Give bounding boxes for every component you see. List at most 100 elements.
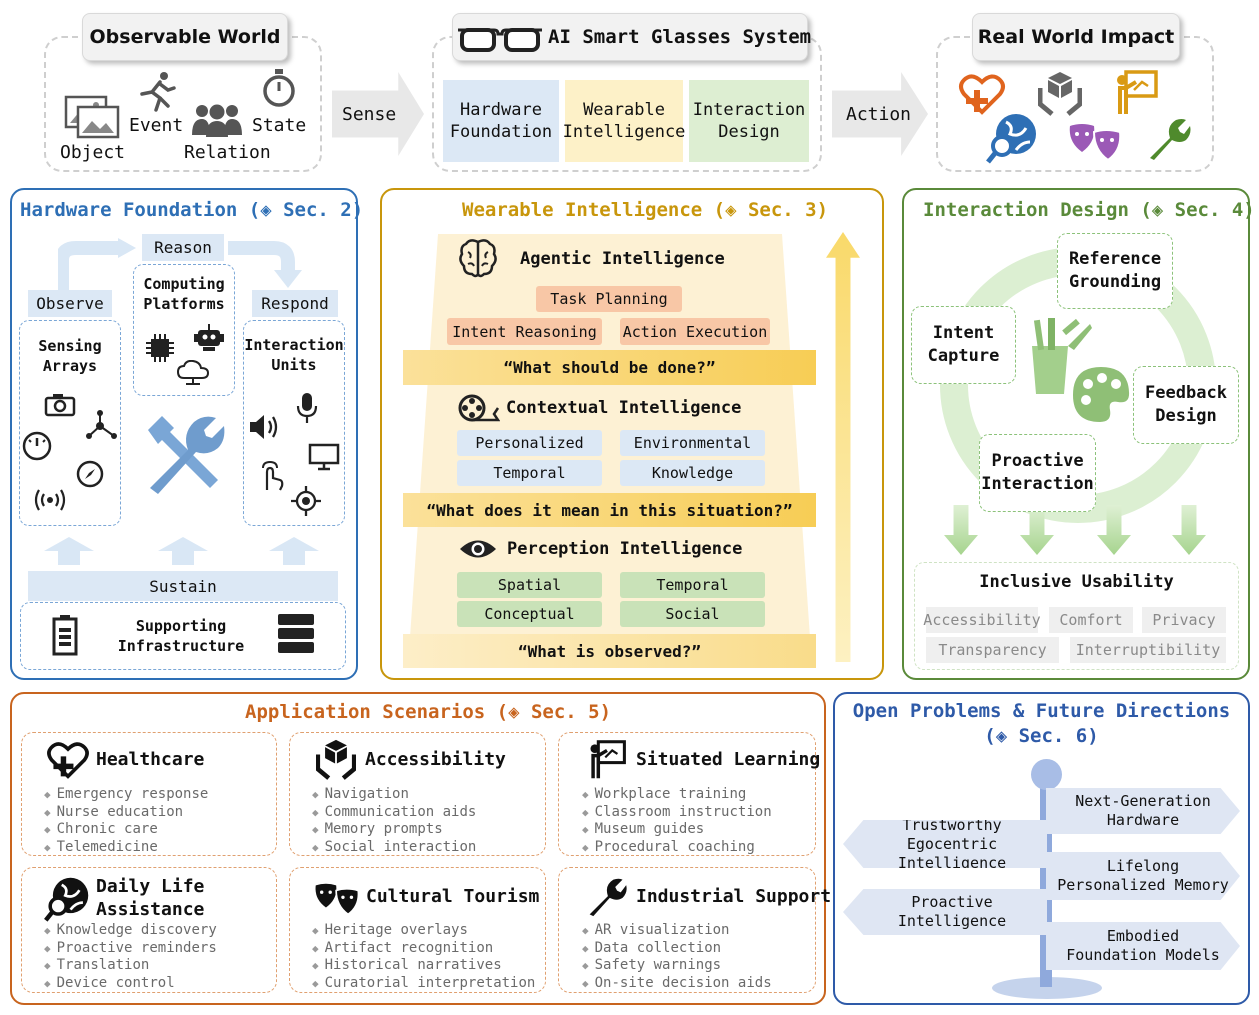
list-item: Knowledge discovery xyxy=(44,922,217,940)
perception-quote: “What is observed?” xyxy=(403,634,816,668)
list-item: Artifact recognition xyxy=(312,940,535,958)
card-industrial-support xyxy=(558,867,816,993)
stopwatch-icon xyxy=(263,69,295,107)
list-item: Chronic care xyxy=(44,821,208,839)
cultural-tourism-icon xyxy=(315,883,360,916)
reason-respond-arrow xyxy=(228,241,302,288)
situated-learning-title: Situated Learning xyxy=(636,749,821,770)
heart-medical-icon xyxy=(959,74,1005,115)
open-problems-panel xyxy=(833,692,1250,1005)
contextual-title: Contextual Intelligence xyxy=(506,398,742,418)
intent-capture-box: Intent Capture xyxy=(911,306,1016,384)
supporting-infrastructure-box xyxy=(20,602,346,670)
pill-spatial: Spatial xyxy=(457,572,602,598)
situated-learning-icon xyxy=(590,740,626,779)
globe-search-icon xyxy=(986,114,1036,164)
glasses-icon xyxy=(458,28,542,52)
sign-proactive-intelligence: Proactive Intelligence xyxy=(843,889,1047,935)
tag-privacy: Privacy xyxy=(1142,607,1226,633)
camera-icon xyxy=(44,394,76,417)
system-interaction: Interaction Design xyxy=(689,80,809,162)
tag-transparency: Transparency xyxy=(926,637,1059,663)
touch-icon xyxy=(262,460,284,491)
running-person-icon xyxy=(140,72,176,112)
list-item: Social interaction xyxy=(312,839,477,857)
list-item: Museum guides xyxy=(582,821,772,839)
list-item: Emergency response xyxy=(44,786,209,804)
pill-conceptual: Conceptual xyxy=(457,601,602,627)
pill-temporal-perception: Temporal xyxy=(620,572,765,598)
contextual-quote: “What does it mean in this situation?” xyxy=(403,493,816,527)
agentic-quote: “What should be done?” xyxy=(403,350,816,385)
sense-label: Sense xyxy=(342,104,397,125)
feedback-design-box: Feedback Design xyxy=(1133,366,1239,444)
wearable-panel xyxy=(380,188,884,680)
open-problems-title: Open Problems & Future Directions xyxy=(852,700,1231,722)
server-icon xyxy=(278,614,314,653)
reason-label: Reason xyxy=(142,234,224,261)
film-reel-icon xyxy=(458,394,500,422)
list-item: Communication aids xyxy=(312,804,477,822)
list-item: Telemedicine xyxy=(44,839,208,857)
list-item: Navigation xyxy=(312,786,476,804)
relation-label: Relation xyxy=(184,142,271,163)
accessibility-title: Accessibility xyxy=(365,749,506,770)
cultural-tourism-list: Heritage overlays Artifact recognition H… xyxy=(312,922,536,992)
list-item: Heritage overlays xyxy=(312,922,535,940)
system-title: AI Smart Glasses System xyxy=(548,26,812,48)
observe-label: Observe xyxy=(28,290,112,317)
industrial-support-list: AR visualization Data collection Safety … xyxy=(582,922,772,992)
battery-icon xyxy=(52,615,78,656)
observe-reason-arrow xyxy=(58,238,136,290)
card-daily-life xyxy=(21,867,277,993)
system-hardware: Hardware Foundation xyxy=(443,80,559,162)
brain-icon xyxy=(459,239,497,278)
healthcare-title: Healthcare xyxy=(96,749,205,770)
nodes-icon xyxy=(86,410,117,439)
list-item: Nurse education xyxy=(44,804,208,822)
pill-task-planning: Task Planning xyxy=(536,286,682,312)
list-item: Translation xyxy=(44,957,217,975)
list-item: Classroom instruction xyxy=(582,804,772,822)
computing-platforms-label: Computing Platforms xyxy=(143,275,225,313)
compass-icon xyxy=(76,460,104,488)
accessibility-list: Navigation Communication aids Memory pro… xyxy=(312,786,477,857)
speaker-icon xyxy=(250,415,278,439)
state-label: State xyxy=(252,115,307,136)
sign-trustworthy: Trustworthy Egocentric Intelligence xyxy=(843,820,1047,868)
respond-label: Respond xyxy=(252,290,338,317)
healthcare-list: Emergency response Nurse education Chron… xyxy=(44,786,209,857)
accessibility-icon xyxy=(316,739,356,780)
open-problems-subtitle: (◈ Sec. 6) xyxy=(984,725,1099,747)
applications-title: Application Scenarios (◈ Sec. 5) xyxy=(245,701,612,723)
list-item: Proactive reminders xyxy=(44,940,217,958)
list-item: Historical narratives xyxy=(312,957,535,975)
signpost-knob xyxy=(1031,759,1062,790)
object-label: Object xyxy=(60,142,126,163)
tag-interruptibility: Interruptibility xyxy=(1070,637,1226,663)
wearable-panel-title: Wearable Intelligence (◈ Sec. 3) xyxy=(462,199,829,221)
daily-life-icon xyxy=(44,877,89,922)
sensing-arrays-box xyxy=(19,320,121,526)
list-item: AR visualization xyxy=(582,922,772,940)
situated-learning-list: Workplace training Classroom instruction… xyxy=(582,786,772,856)
event-label: Event xyxy=(129,115,184,136)
pill-environmental: Environmental xyxy=(620,430,765,456)
signpost-base xyxy=(992,977,1102,999)
list-item: On-site decision aids xyxy=(582,975,772,993)
inclusive-usability-box xyxy=(914,562,1239,670)
industrial-support-title: Industrial Support xyxy=(636,886,832,907)
agentic-title: Agentic Intelligence xyxy=(520,249,725,269)
microphone-icon xyxy=(296,393,318,423)
pill-intent-reasoning: Intent Reasoning xyxy=(447,318,602,345)
palette-icon xyxy=(1073,367,1130,422)
pill-temporal-context: Temporal xyxy=(457,460,602,486)
system-wearable: Wearable Intelligence xyxy=(563,80,685,162)
list-item: Device control xyxy=(44,975,217,993)
hardware-panel-title: Hardware Foundation (◈ Sec. 2) xyxy=(20,199,364,221)
list-item: Safety warnings xyxy=(582,957,772,975)
interaction-panel-title: Interaction Design (◈ Sec. 4) xyxy=(923,199,1255,221)
list-item: Data collection xyxy=(582,940,772,958)
stationery-icon xyxy=(1032,318,1092,394)
proactive-interaction-box: Proactive Interaction xyxy=(979,434,1096,512)
